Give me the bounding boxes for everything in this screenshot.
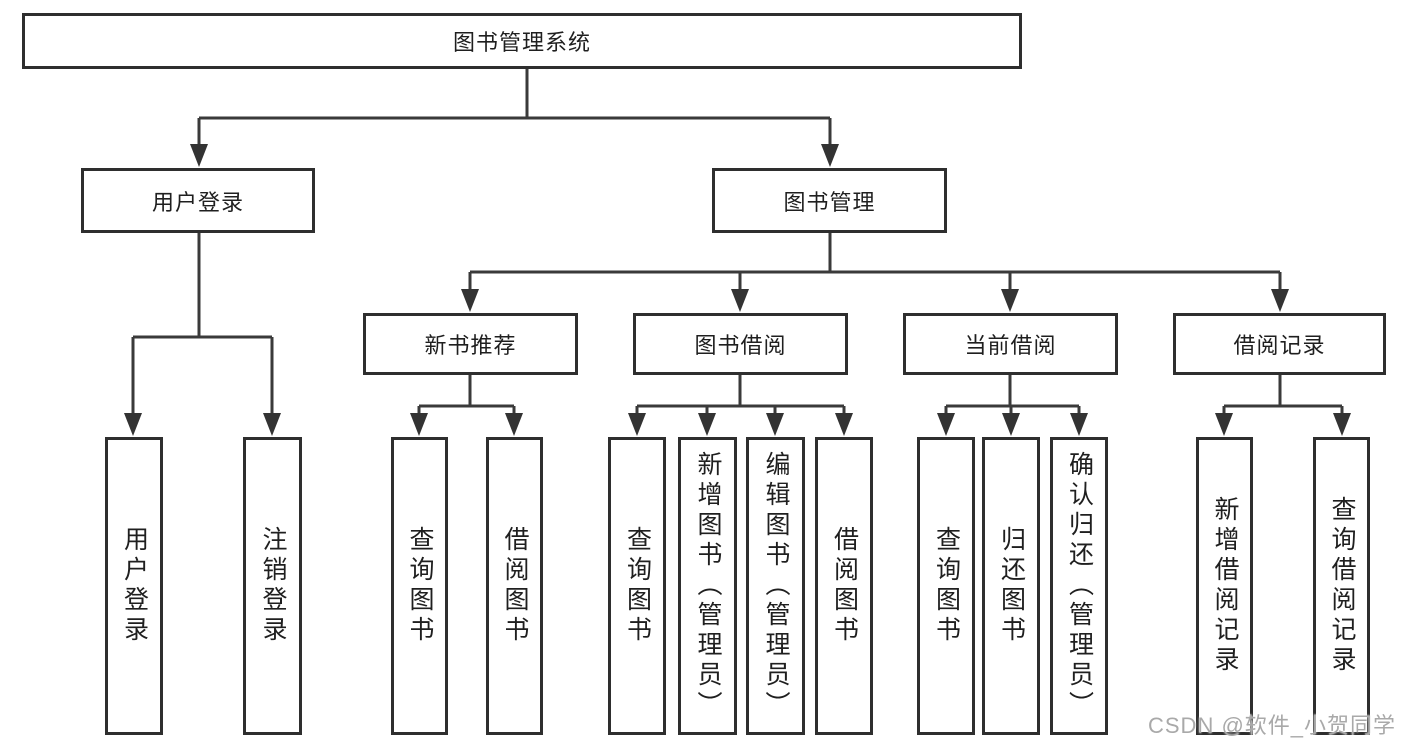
leaf-query-books-current: 查询图书	[917, 437, 975, 735]
leaf-user-login-label: 用户登录	[120, 526, 149, 646]
leaf-edit-books-admin: 编辑图书（管理员）	[746, 437, 805, 735]
node-book-borrowing-label: 图书借阅	[694, 333, 787, 358]
leaf-query-books-borrowing: 查询图书	[608, 437, 666, 735]
leaf-query-books-recommend: 查询图书	[391, 437, 448, 735]
node-book-management-label: 图书管理	[783, 189, 876, 215]
leaf-logout-label: 注销登录	[259, 526, 287, 646]
node-borrowing-records-label: 借阅记录	[1233, 333, 1326, 358]
node-new-book-recommend: 新书推荐	[363, 313, 578, 375]
leaf-query-borrow-record: 查询借阅记录	[1313, 437, 1370, 735]
leaf-confirm-return-admin: 确认归还（管理员）	[1050, 437, 1108, 735]
leaf-logout: 注销登录	[243, 437, 302, 735]
node-current-borrowing-label: 当前借阅	[964, 333, 1057, 358]
leaf-return-books: 归还图书	[982, 437, 1040, 735]
node-library-system-label: 图书管理系统	[452, 30, 591, 55]
leaf-user-login: 用户登录	[105, 437, 163, 735]
leaf-add-books-admin-label: 新增图书（管理员）	[694, 451, 722, 721]
node-book-management: 图书管理	[712, 168, 947, 233]
leaf-borrow-books-recommend: 借阅图书	[486, 437, 543, 735]
leaf-query-books-current-label: 查询图书	[932, 526, 961, 646]
csdn-watermark: CSDN @软件_小贺同学	[1148, 713, 1397, 738]
leaf-query-borrow-record-label: 查询借阅记录	[1328, 496, 1356, 676]
leaf-query-books-borrowing-label: 查询图书	[623, 526, 652, 646]
leaf-return-books-label: 归还图书	[997, 526, 1026, 646]
node-borrowing-records: 借阅记录	[1173, 313, 1386, 375]
node-book-borrowing: 图书借阅	[633, 313, 848, 375]
leaf-borrow-books-recommend-label: 借阅图书	[501, 526, 529, 646]
node-library-system: 图书管理系统	[22, 13, 1022, 69]
node-user-login: 用户登录	[81, 168, 315, 233]
arrowheads	[124, 144, 1351, 436]
node-current-borrowing: 当前借阅	[903, 313, 1118, 375]
node-user-login-label: 用户登录	[151, 189, 244, 215]
leaf-confirm-return-admin-label: 确认归还（管理员）	[1065, 451, 1094, 721]
leaf-add-borrow-record: 新增借阅记录	[1196, 437, 1253, 735]
leaf-edit-books-admin-label: 编辑图书（管理员）	[762, 451, 790, 721]
leaf-add-borrow-record-label: 新增借阅记录	[1211, 496, 1239, 676]
leaf-query-books-recommend-label: 查询图书	[406, 526, 434, 646]
node-new-book-recommend-label: 新书推荐	[424, 333, 517, 358]
leaf-borrow-books: 借阅图书	[815, 437, 873, 735]
leaf-borrow-books-label: 借阅图书	[830, 526, 859, 646]
leaf-add-books-admin: 新增图书（管理员）	[678, 437, 737, 735]
